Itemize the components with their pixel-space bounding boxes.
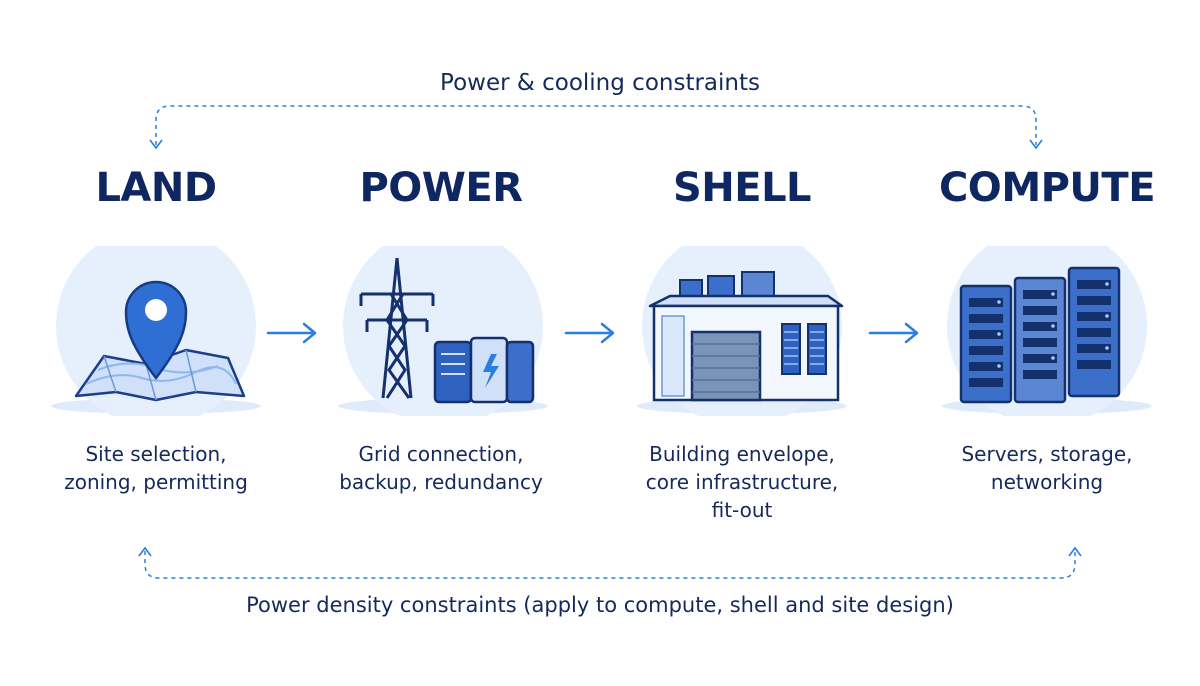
building-icon bbox=[637, 246, 847, 416]
top-loop-label: Power & cooling constraints bbox=[440, 70, 760, 96]
stage-shell: SHELL Building envelope, core infrastruc… bbox=[592, 160, 892, 524]
top-constraint-loop bbox=[155, 105, 1037, 145]
stage-land: LAND Site selection, zoning, permitting bbox=[6, 160, 306, 496]
power-tower-icon bbox=[338, 246, 548, 416]
stage-title-power: POWER bbox=[359, 165, 523, 211]
stage-title-land: LAND bbox=[95, 165, 217, 211]
flow-arrow-shell-compute bbox=[868, 322, 919, 344]
stage-description-shell: Building envelope, core infrastructure, … bbox=[645, 442, 839, 522]
bottom-constraint-loop bbox=[144, 551, 1076, 579]
stage-compute: COMPUTE bbox=[897, 160, 1197, 496]
stage-title-compute: COMPUTE bbox=[938, 165, 1156, 211]
stage-description-power: Grid connection, backup, redundancy bbox=[339, 442, 543, 494]
stage-description-land: Site selection, zoning, permitting bbox=[64, 442, 248, 494]
flow-arrow-land-power bbox=[266, 322, 317, 344]
stage-power: POWER Grid connection, backup, redundanc… bbox=[291, 160, 591, 496]
flow-arrow-power-shell bbox=[564, 322, 615, 344]
stage-title-shell: SHELL bbox=[672, 165, 812, 211]
bottom-loop-label: Power density constraints (apply to comp… bbox=[246, 593, 954, 617]
map-pin-icon bbox=[51, 246, 261, 416]
server-rack-icon bbox=[942, 246, 1152, 416]
stage-description-compute: Servers, storage, networking bbox=[961, 442, 1133, 494]
